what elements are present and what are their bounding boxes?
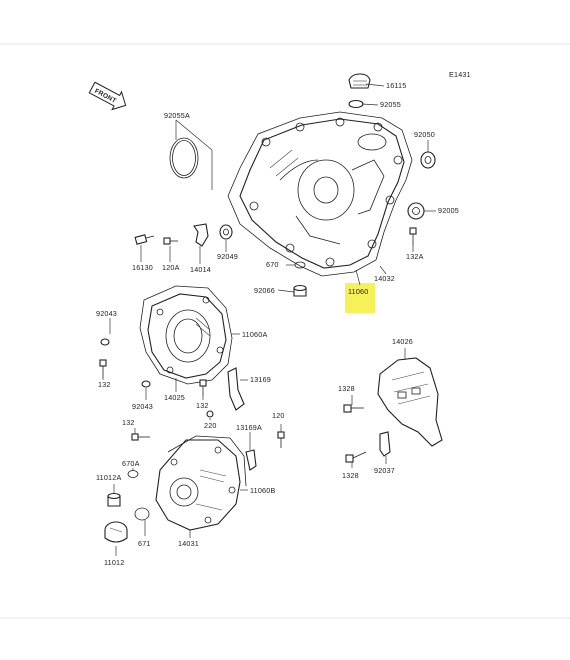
large-o-ring (169, 137, 199, 179)
large-o-ring-inner (172, 140, 196, 176)
label-14031: 14031 (178, 539, 199, 548)
bracket-13169a (245, 449, 257, 471)
crankcase-cover-assembly (227, 111, 413, 277)
label-671: 671 (138, 539, 151, 548)
magneto-cover-14031 (155, 439, 241, 531)
cap-11012 (104, 521, 128, 543)
dowel-92043-bottom (141, 380, 151, 388)
label-132a: 132A (406, 252, 424, 261)
label-14014: 14014 (190, 265, 211, 274)
label-132-left: 132 (98, 380, 111, 389)
bolt-220 (206, 410, 214, 418)
label-11012: 11012 (104, 558, 124, 567)
o-ring-671 (134, 507, 150, 521)
label-92050: 92050 (414, 130, 435, 139)
label-220: 220 (204, 421, 217, 430)
front-arrow-icon: FRONT (88, 81, 127, 111)
gasket-11060b (167, 435, 247, 487)
o-ring-670a (127, 470, 139, 478)
label-1328-top: 1328 (338, 384, 355, 393)
highlight-box-11060 (345, 283, 375, 313)
o-ring-670 (294, 261, 306, 269)
label-11012a: 11012A (96, 473, 121, 482)
clutch-cover-gasket (139, 285, 233, 385)
label-14026: 14026 (392, 337, 413, 346)
bolt-132-mid (199, 379, 207, 396)
dowel-92043-top (100, 338, 110, 346)
bolt-132a (409, 227, 417, 246)
bolt-1328-top (343, 404, 364, 413)
bracket-13169 (227, 367, 245, 411)
label-92043-top: 92043 (96, 309, 117, 318)
label-11060a: 11060A (242, 330, 267, 339)
label-16130: 16130 (132, 263, 153, 272)
label-670a: 670A (122, 459, 140, 468)
bolt-132-left (99, 359, 107, 378)
chain-cover-14026 (377, 357, 443, 447)
diagram-code: E1431 (449, 70, 471, 79)
oil-seal-92049 (219, 224, 233, 240)
oil-filler-cap (348, 73, 371, 89)
leader-lines (102, 83, 436, 556)
label-14032: 14032 (374, 274, 395, 283)
bracket-14014 (193, 223, 209, 247)
bolt-16130 (134, 234, 155, 245)
label-120a: 120A (162, 263, 180, 272)
label-11060: 11060 (348, 287, 368, 296)
bracket-92037 (379, 431, 391, 457)
label-670: 670 (266, 260, 279, 269)
part-labels: 16115 92055 92055A 92050 92005 132A 1403… (96, 81, 459, 567)
filler-cap-o-ring (348, 99, 364, 109)
label-132-bottom: 132 (122, 418, 135, 427)
label-120: 120 (272, 411, 285, 420)
label-132-mid: 132 (196, 401, 209, 410)
label-92049: 92049 (217, 252, 238, 261)
label-92066: 92066 (254, 286, 275, 295)
label-11060b: 11060B (250, 486, 275, 495)
bolt-120-bottom (277, 431, 285, 448)
bolt-132-bottom (131, 433, 150, 441)
clutch-cover-14025 (147, 293, 227, 379)
label-92055a: 92055A (164, 111, 190, 120)
label-13169: 13169 (250, 375, 271, 384)
label-92005: 92005 (438, 206, 459, 215)
oil-seal-92005-inner (412, 207, 420, 215)
plug-11012a (107, 492, 121, 507)
label-14025: 14025 (164, 393, 185, 402)
plug-92066 (293, 284, 307, 297)
label-92043-bottom: 92043 (132, 402, 153, 411)
label-92037: 92037 (374, 466, 395, 475)
label-92055: 92055 (380, 100, 401, 109)
oil-seal-92005 (407, 202, 425, 220)
label-13169a: 13169A (236, 423, 262, 432)
bolt-1328-bottom (345, 451, 367, 463)
label-1328-bottom: 1328 (342, 471, 359, 480)
label-16115: 16115 (386, 81, 406, 90)
oil-seal-92049-inner (223, 228, 229, 236)
oil-seal-92050 (420, 151, 436, 169)
bolt-120a (163, 237, 178, 245)
oil-seal-92050-inner (424, 156, 432, 164)
